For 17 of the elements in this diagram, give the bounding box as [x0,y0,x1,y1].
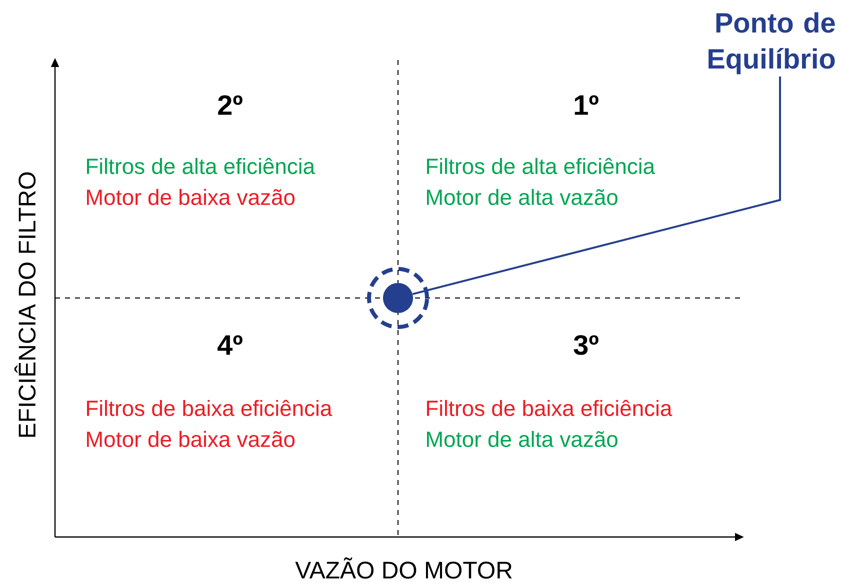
callout-label: Ponto de Equilíbrio [708,12,835,74]
quadrant-text: Motor de alta vazão [427,430,618,448]
quadrant-text: Filtros de alta eficiência [87,158,316,174]
quadrant-number: 3º [574,335,598,355]
quadrant-text: Motor de baixa vazão [87,188,295,206]
quadrant-text: Motor de alta vazão [427,188,618,206]
quadrant-text: Motor de baixa vazão [87,430,295,448]
quadrant-text: Filtros de baixa eficiência [427,400,672,416]
equilibrium-point [367,267,429,329]
axis-title: VAZÃO DO MOTOR [295,557,512,579]
quadrant-number: 4º [218,335,242,355]
quadrant-text: Filtros de baixa eficiência [87,400,332,416]
leader-line [412,76,782,296]
axis-title: EFICIÊNCIA DO FILTRO [14,172,36,437]
quadrant-number: 2º [218,95,242,115]
quadrant-number: 1º [574,95,598,115]
quadrant-text: Filtros de alta eficiência [427,158,656,174]
